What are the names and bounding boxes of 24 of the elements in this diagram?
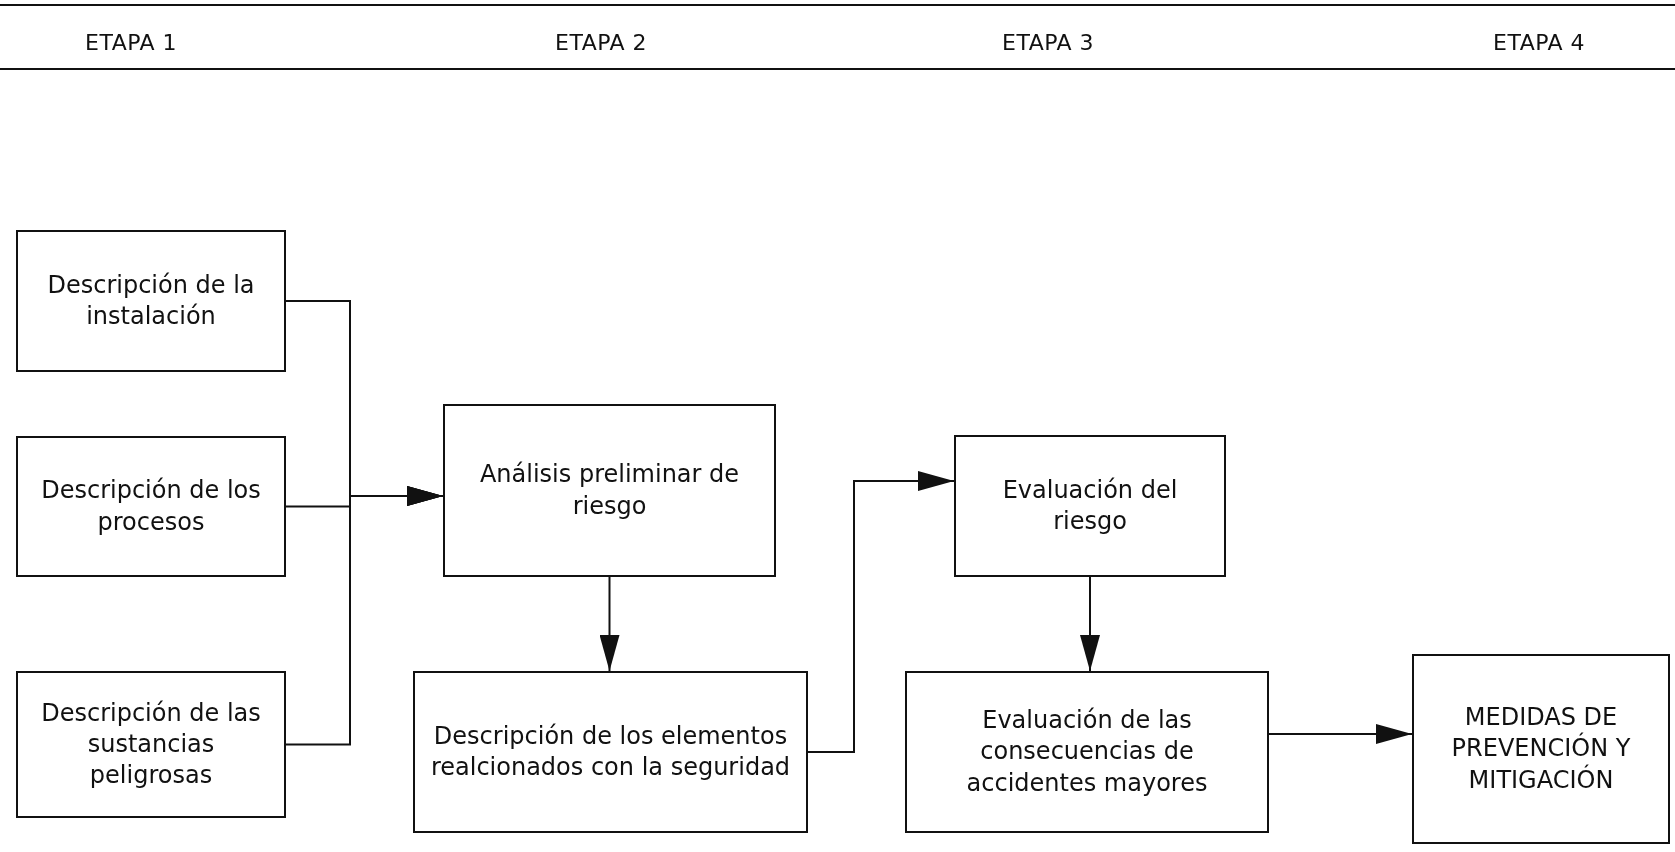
box-text: Descripción de los procesos	[40, 475, 262, 538]
box-text: Evaluación del riesgo	[1001, 474, 1179, 537]
stage-label: ETAPA 4	[1493, 30, 1586, 55]
stage-label: ETAPA 1	[85, 30, 178, 55]
stage-label: ETAPA 3	[1002, 30, 1095, 55]
process-box	[16, 436, 286, 577]
process-box	[16, 671, 286, 818]
process-box	[413, 671, 808, 833]
box-text: MEDIDAS DE PREVENCIÓN Y MITIGACIÓN	[1450, 702, 1632, 796]
box-text: Descripción de la instalación	[46, 269, 256, 332]
arrow	[807, 471, 955, 753]
box-text: Descripción de los elementos realcionados con la seguridad	[429, 720, 792, 783]
box-text: Descripción de las sustancias peligrosas	[40, 697, 262, 792]
stage-label: ETAPA 2	[555, 30, 648, 55]
arrow	[1080, 576, 1100, 672]
process-box	[16, 230, 286, 372]
process-box	[954, 435, 1226, 577]
box-text: Evaluación de las consecuencias de accidentes mayores	[965, 705, 1209, 799]
process-box	[905, 671, 1269, 833]
arrow	[1268, 724, 1413, 744]
arrow	[599, 576, 620, 672]
box-text: Análisis preliminar de riesgo	[478, 459, 741, 522]
process-box	[443, 404, 776, 577]
process-box	[1412, 654, 1670, 844]
